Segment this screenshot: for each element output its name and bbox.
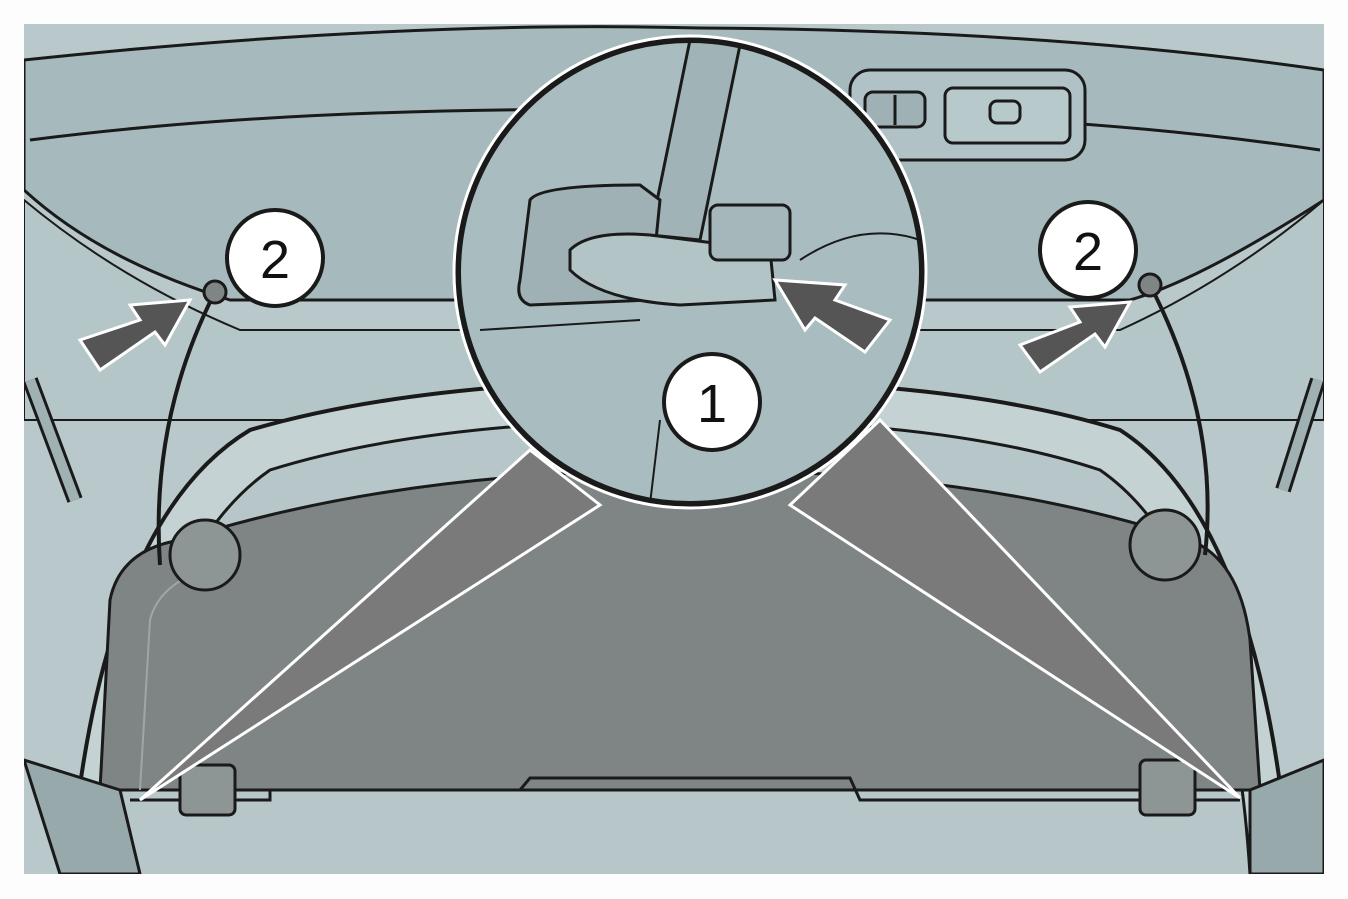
arrow-left-icon: [77, 298, 193, 373]
callout-2-left: 2: [225, 208, 325, 308]
arrow-right-icon: [1017, 300, 1133, 375]
leader-wedge-left: [138, 448, 603, 802]
callout-1-label: 1: [697, 374, 727, 434]
callout-1: 1: [662, 352, 762, 452]
right-mount: [1128, 508, 1202, 582]
left-mount: [168, 518, 242, 592]
magnified-detail: [452, 34, 928, 510]
right-cord: [1148, 284, 1210, 556]
callout-2-right: 2: [1038, 200, 1138, 300]
leader-wedge-right: [787, 417, 1242, 800]
arrow-center-icon: [772, 278, 893, 355]
callout-2-right-label: 2: [1073, 222, 1103, 282]
left-cord: [156, 291, 217, 566]
right-hinge: [1138, 758, 1197, 817]
right-cord-anchor[interactable]: [1137, 272, 1163, 298]
callout-2-left-label: 2: [260, 230, 290, 290]
left-hinge: [178, 763, 237, 817]
tailgate-switch-panel: [848, 68, 1087, 162]
luggage-cover-panel: [98, 468, 1262, 792]
left-cord-anchor[interactable]: [202, 279, 228, 305]
